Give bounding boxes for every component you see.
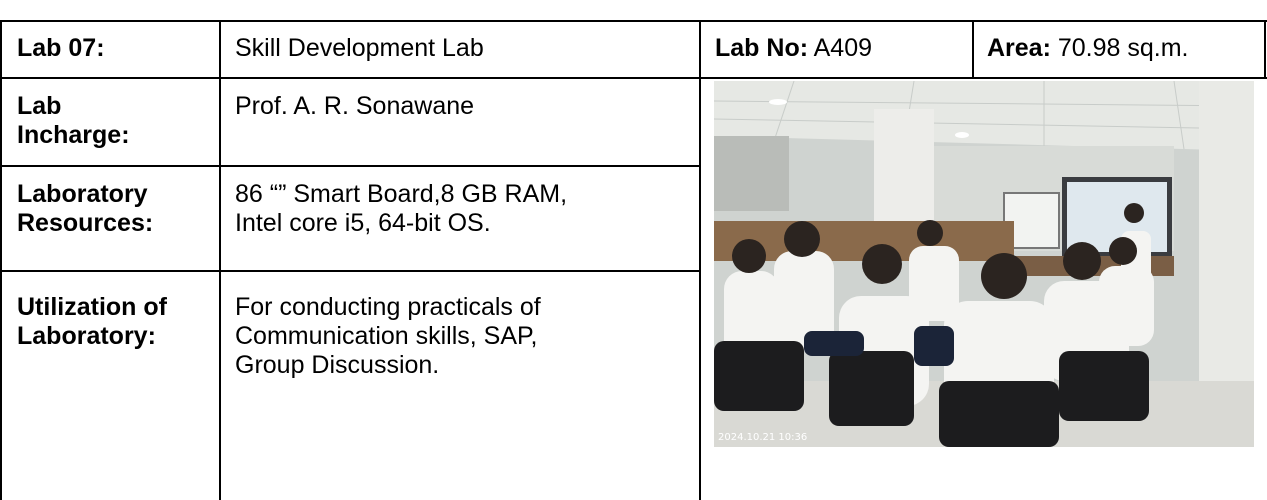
border-top <box>0 20 1267 22</box>
border-col4 <box>1264 20 1266 79</box>
border-col0 <box>0 20 2 500</box>
border-col1 <box>219 20 221 500</box>
border-col2 <box>699 20 701 500</box>
resources-value: 86 “” Smart Board,8 GB RAM,Intel core i5… <box>235 180 568 237</box>
incharge-value: Prof. A. R. Sonawane <box>235 92 475 120</box>
lab-label: Lab 07: <box>17 34 105 62</box>
lab-name: Skill Development Lab <box>235 34 484 62</box>
lab-photo: 2024.10.21 10:36 <box>714 81 1254 447</box>
photo-timestamp: 2024.10.21 10:36 <box>718 432 808 443</box>
border-row3-bottom <box>0 270 701 272</box>
border-row1-bottom <box>0 77 1267 79</box>
area: Area: 70.98 sq.m. <box>987 34 1189 62</box>
lab-no: Lab No: A409 <box>715 34 873 62</box>
border-col3 <box>972 20 974 79</box>
border-row2-bottom <box>0 165 701 167</box>
lab-photo-illustration <box>714 81 1254 447</box>
